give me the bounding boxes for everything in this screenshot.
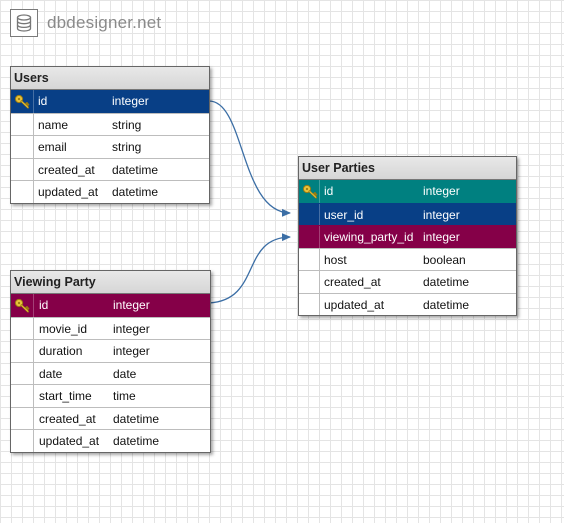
field-name: name xyxy=(38,117,69,132)
field-row-viewing-party-id[interactable]: viewing_party_id integer xyxy=(299,225,516,248)
field-name: host xyxy=(324,252,347,267)
field-type: string xyxy=(112,117,142,132)
column-divider xyxy=(33,317,34,339)
field-row-updated-at[interactable]: updated_at datetime xyxy=(11,429,210,452)
field-row-created-at[interactable]: created_at datetime xyxy=(11,157,209,180)
column-divider xyxy=(319,248,320,270)
field-type: integer xyxy=(423,207,460,222)
column-divider xyxy=(319,226,320,248)
field-row-updated-at[interactable]: updated_at datetime xyxy=(299,292,516,315)
table-fields: id integer name string email string crea… xyxy=(11,90,209,203)
field-type: integer xyxy=(113,344,150,358)
field-name: email xyxy=(38,140,67,154)
field-name: id xyxy=(324,184,334,198)
column-divider xyxy=(33,181,34,203)
column-divider xyxy=(319,203,320,225)
column-divider xyxy=(33,294,34,317)
column-divider xyxy=(33,407,34,429)
column-divider xyxy=(33,362,34,384)
field-row-date[interactable]: date date xyxy=(11,361,210,384)
field-name: updated_at xyxy=(39,434,100,448)
database-icon xyxy=(10,9,38,37)
field-name: created_at xyxy=(39,411,96,426)
field-type: integer xyxy=(113,321,150,336)
field-type: time xyxy=(113,389,136,403)
table-user-parties[interactable]: User Parties id integer user_id integer … xyxy=(298,156,517,316)
field-row-movie-id[interactable]: movie_id integer xyxy=(11,316,210,339)
field-type: datetime xyxy=(112,162,159,177)
column-divider xyxy=(33,158,34,180)
field-name: user_id xyxy=(324,207,364,222)
field-type: datetime xyxy=(112,185,159,199)
field-row-id[interactable]: id integer xyxy=(11,294,210,317)
column-divider xyxy=(33,136,34,158)
column-divider xyxy=(33,430,34,452)
column-divider xyxy=(33,340,34,362)
field-row-email[interactable]: email string xyxy=(11,135,209,158)
table-title[interactable]: User Parties xyxy=(299,157,516,180)
field-type: integer xyxy=(423,184,460,198)
table-title[interactable]: Viewing Party xyxy=(11,271,210,294)
field-type: date xyxy=(113,366,137,381)
field-type: integer xyxy=(423,230,460,244)
field-name: updated_at xyxy=(38,185,99,199)
field-name: updated_at xyxy=(324,297,385,312)
field-row-id[interactable]: id integer xyxy=(299,180,516,203)
column-divider xyxy=(33,385,34,407)
field-type: datetime xyxy=(423,275,470,289)
field-type: datetime xyxy=(113,411,160,426)
field-name: duration xyxy=(39,344,83,358)
field-type: integer xyxy=(113,298,150,312)
field-name: viewing_party_id xyxy=(324,230,414,244)
field-row-id[interactable]: id integer xyxy=(11,90,209,113)
field-row-start-time[interactable]: start_time time xyxy=(11,384,210,407)
field-name: created_at xyxy=(38,162,95,177)
field-row-created-at[interactable]: created_at datetime xyxy=(299,270,516,293)
table-title[interactable]: Users xyxy=(11,67,209,90)
link-viewing-party-to-user-parties[interactable] xyxy=(208,233,291,304)
field-row-host[interactable]: host boolean xyxy=(299,247,516,270)
field-name: movie_id xyxy=(39,321,88,336)
table-users[interactable]: Users id integer name string email strin… xyxy=(10,66,210,204)
field-row-name[interactable]: name string xyxy=(11,112,209,135)
column-divider xyxy=(33,113,34,135)
field-name: id xyxy=(39,298,49,312)
field-name: id xyxy=(38,94,48,108)
field-name: start_time xyxy=(39,389,92,403)
table-viewing-party[interactable]: Viewing Party id integer movie_id intege… xyxy=(10,270,211,453)
column-divider xyxy=(319,180,320,203)
key-icon xyxy=(14,298,31,316)
field-name: date xyxy=(39,366,63,381)
key-icon xyxy=(302,184,319,202)
column-divider xyxy=(319,293,320,315)
table-fields: id integer user_id integer viewing_party… xyxy=(299,180,516,315)
table-fields: id integer movie_id integer duration int… xyxy=(11,294,210,452)
field-type: integer xyxy=(112,94,149,108)
field-type: boolean xyxy=(423,252,466,267)
field-type: string xyxy=(112,140,142,154)
field-row-updated-at[interactable]: updated_at datetime xyxy=(11,180,209,203)
field-type: datetime xyxy=(423,297,470,312)
field-row-user-id[interactable]: user_id integer xyxy=(299,202,516,225)
brand-name: dbdesigner.net xyxy=(47,13,162,32)
field-name: created_at xyxy=(324,275,381,289)
link-users-to-user-parties[interactable] xyxy=(208,100,291,217)
key-icon xyxy=(14,94,31,112)
field-row-duration[interactable]: duration integer xyxy=(11,339,210,362)
field-type: datetime xyxy=(113,434,160,448)
brand[interactable]: dbdesigner.net xyxy=(10,9,161,37)
field-row-created-at[interactable]: created_at datetime xyxy=(11,406,210,429)
column-divider xyxy=(33,90,34,113)
column-divider xyxy=(319,271,320,293)
